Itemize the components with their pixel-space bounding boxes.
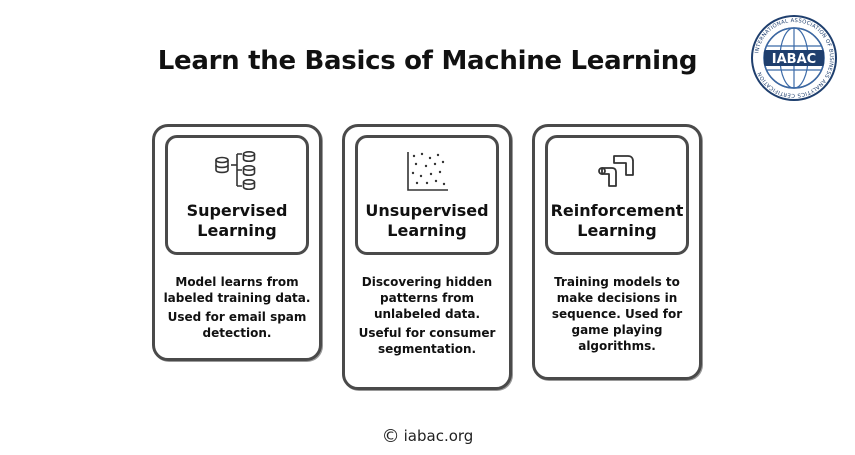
card-title: Reinforcement Learning [550, 201, 684, 240]
scatter-plot-icon [407, 152, 448, 191]
card-header: Unsupervised Learning [355, 135, 499, 255]
card-header: Reinforcement Learning [545, 135, 689, 255]
card-title: Unsupervised Learning [365, 201, 489, 240]
copyright-icon: © [381, 426, 400, 447]
card-reinforcement-learning: Reinforcement Learning Training models t… [532, 124, 702, 380]
card-unsupervised-learning: Unsupervised Learning Discovering hidden… [342, 124, 512, 390]
reinforcement-path-icon [598, 155, 634, 187]
footer-link[interactable]: iabac.org [403, 427, 474, 445]
card-header: Supervised Learning [165, 135, 309, 255]
card-supervised-learning: Supervised Learning Model learns from la… [152, 124, 322, 361]
logo-text: IABAC [772, 52, 816, 67]
card-description: Training models to make decisions in seq… [551, 275, 683, 353]
card-description: Model learns from labeled training data.… [163, 275, 311, 340]
iabac-logo: IABAC INTERNATIONAL ASSOCIATION OF BUSIN… [751, 15, 837, 101]
card-title: Supervised Learning [186, 201, 288, 240]
database-hierarchy-icon [215, 150, 256, 191]
card-description: Discovering hidden patterns from unlabel… [358, 275, 496, 356]
page-title: Learn the Basics of Machine Learning [157, 46, 698, 76]
footer: ©iabac.org [0, 426, 855, 447]
